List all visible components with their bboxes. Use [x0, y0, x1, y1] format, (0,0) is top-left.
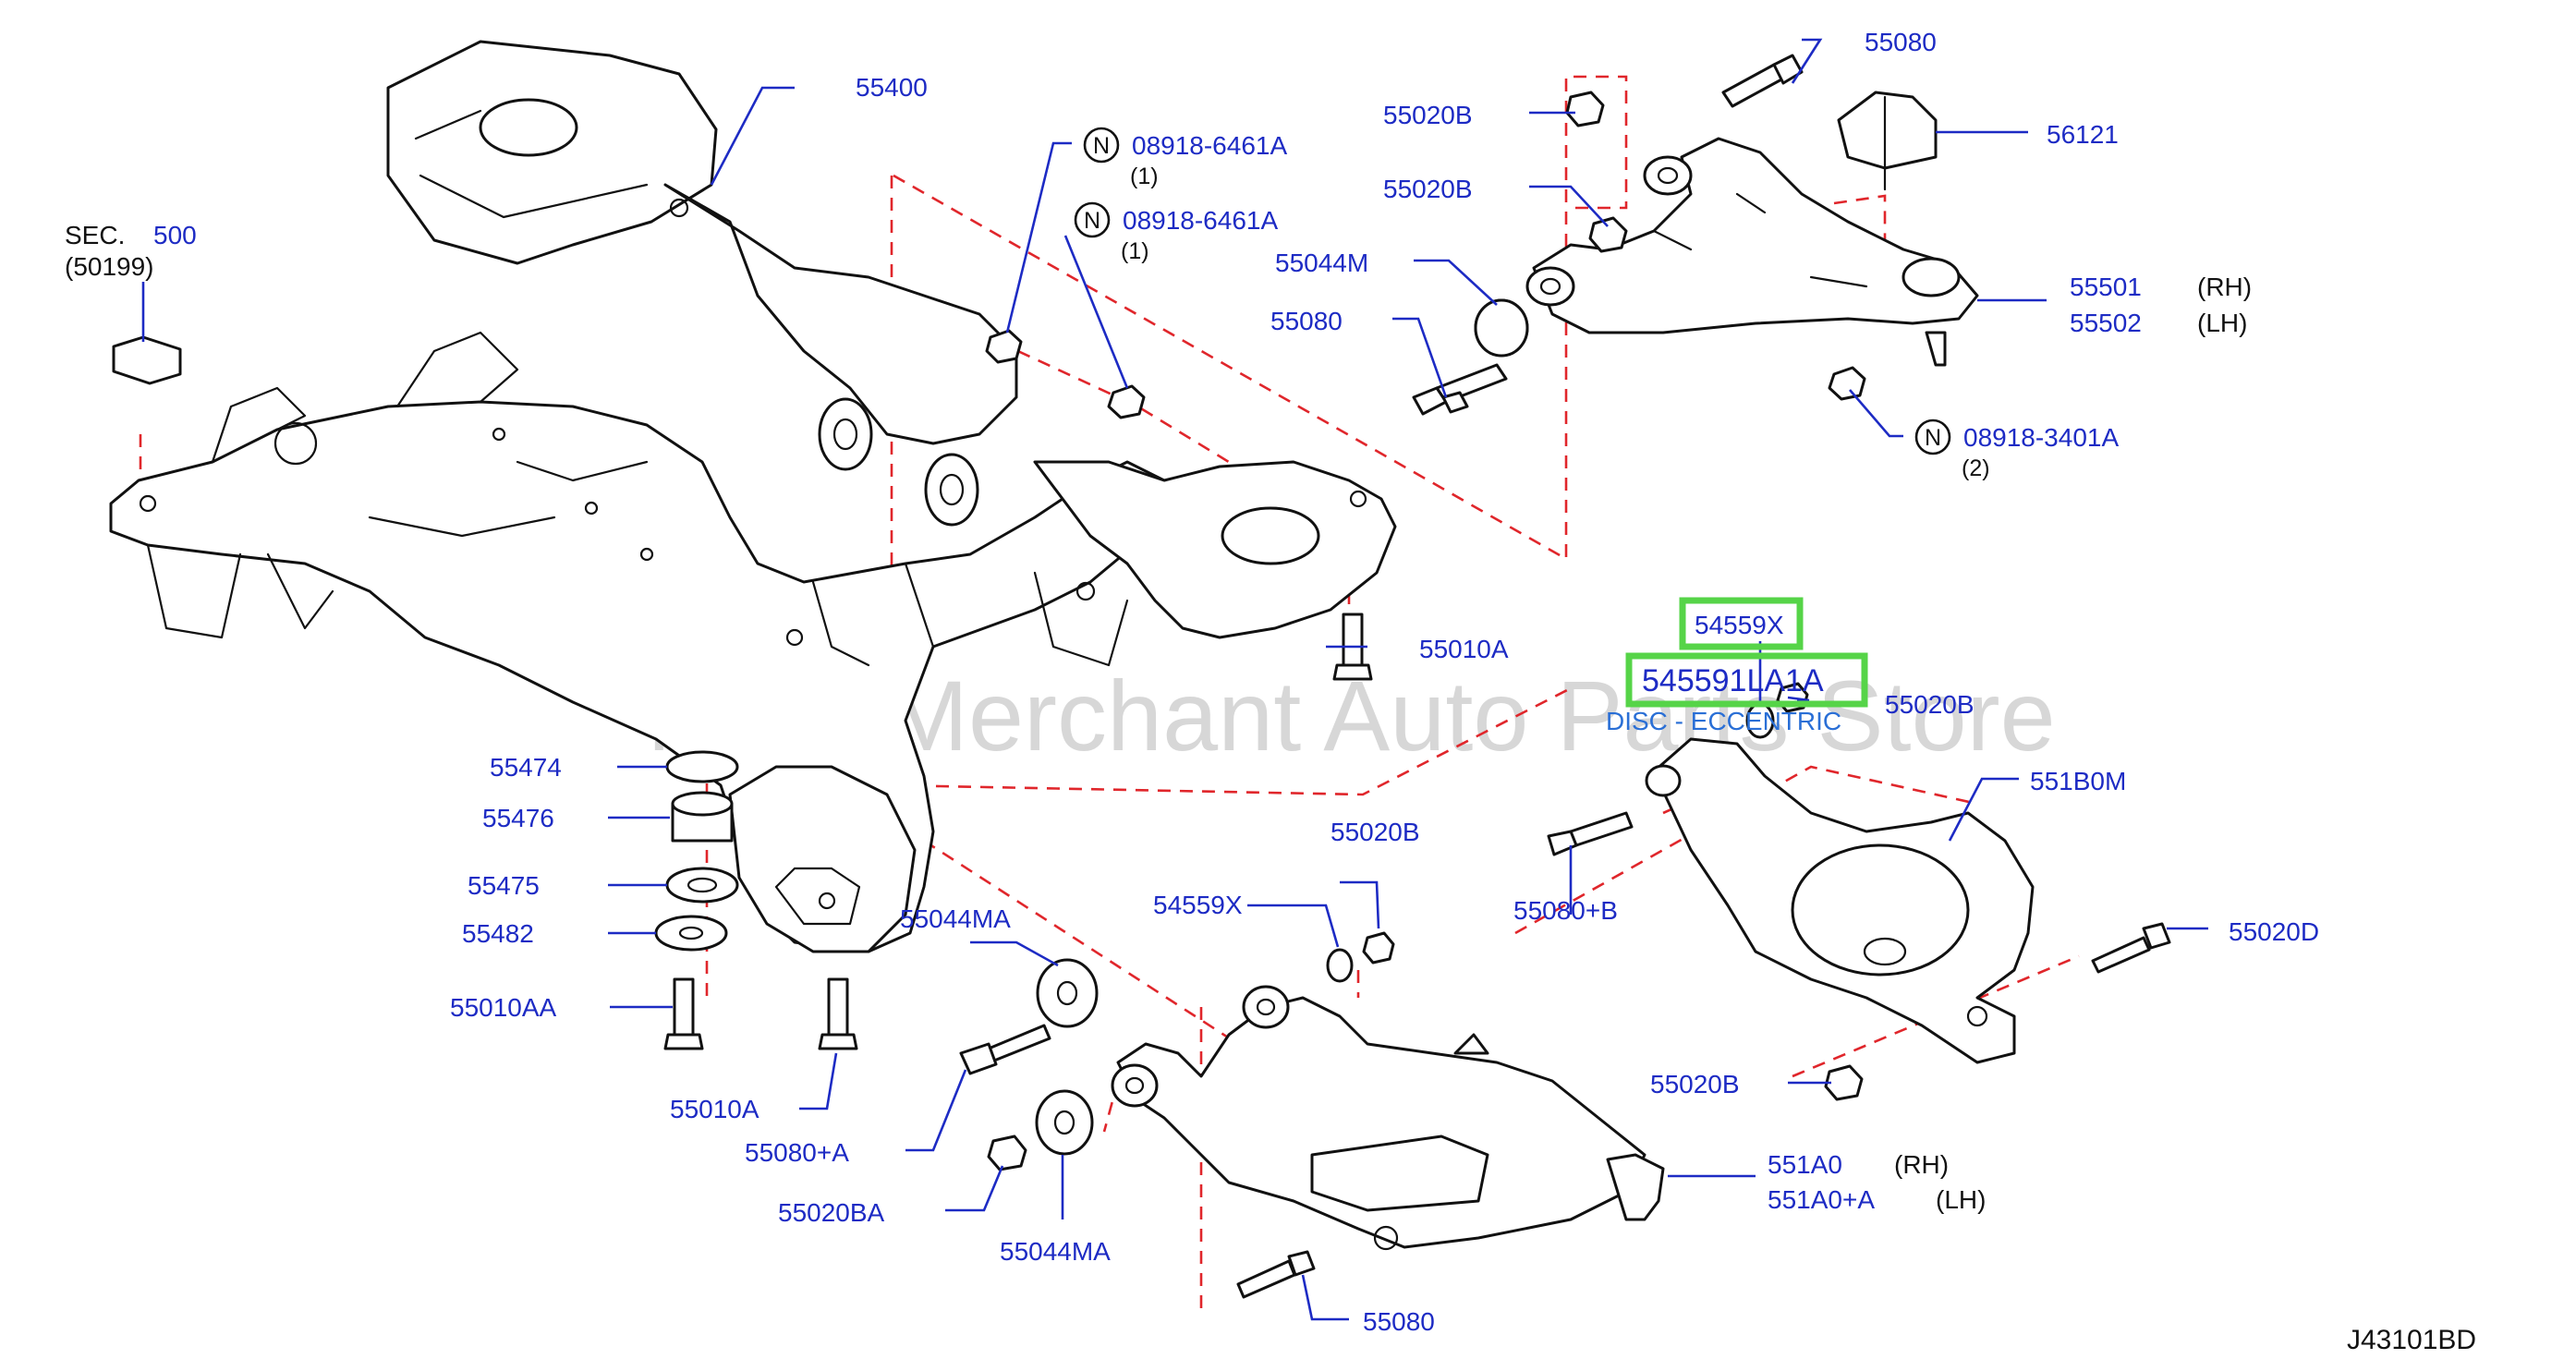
- label-55502: 55502: [2070, 309, 2142, 337]
- label-lh-1: (LH): [2197, 309, 2247, 337]
- svg-text:N: N: [1084, 208, 1100, 234]
- label-55020B-e: 55020B: [1650, 1070, 1740, 1098]
- label-55080A: 55080+A: [745, 1138, 849, 1167]
- label-55474: 55474: [490, 753, 562, 782]
- label-55044M: 55044M: [1275, 249, 1368, 277]
- label-551A0: 551A0: [1768, 1150, 1842, 1179]
- label-545591LA1A: 545591LA1A: [1642, 663, 1824, 698]
- label-55020B-b: 55020B: [1383, 175, 1473, 203]
- label-55020B-d: 55020B: [1331, 818, 1420, 846]
- svg-text:N: N: [1093, 133, 1110, 159]
- label-55020B-a: 55020B: [1383, 101, 1473, 129]
- label-54559X-highlight: 54559X: [1695, 611, 1784, 639]
- label-55501: 55501: [2070, 273, 2142, 301]
- part-labels: 55400 SEC. 500 (50199) N 08918-6461A (1)…: [65, 28, 2476, 1355]
- label-qty-2: (2): [1962, 455, 1990, 481]
- label-55020BA: 55020BA: [778, 1198, 885, 1227]
- label-55080-top: 55080: [1865, 28, 1937, 56]
- label-55020B-c: 55020B: [1885, 690, 1975, 719]
- label-55400: 55400: [856, 73, 928, 102]
- label-rh-2: (RH): [1894, 1150, 1949, 1179]
- label-08918-3401A: 08918-3401A: [1963, 423, 2119, 452]
- upper-arm-55501: [1525, 137, 1979, 367]
- label-qty-1a: (1): [1130, 164, 1159, 189]
- bump-stop-56121: [1837, 91, 1938, 170]
- diagram-code: J43101BD: [2347, 1325, 2476, 1355]
- svg-text:N: N: [1925, 425, 1941, 451]
- subframe-55400: [109, 40, 1397, 953]
- n-badge-3: N: [1914, 419, 1951, 455]
- label-55010A-left: 55010A: [670, 1095, 759, 1123]
- label-55476: 55476: [482, 804, 554, 832]
- label-551B0M: 551B0M: [2030, 767, 2126, 795]
- label-55080-bottom: 55080: [1363, 1307, 1435, 1336]
- label-55080B: 55080+B: [1513, 896, 1618, 925]
- label-08918-6461A-1: 08918-6461A: [1132, 131, 1287, 160]
- label-sec-sub: (50199): [65, 252, 154, 281]
- highlight-box-54559X: [1679, 597, 1804, 650]
- label-55475: 55475: [468, 871, 540, 900]
- label-55482: 55482: [462, 919, 534, 948]
- label-55010A-right: 55010A: [1419, 635, 1509, 663]
- label-55044MA-a: 55044MA: [900, 904, 1011, 933]
- label-sec-num: 500: [153, 221, 197, 249]
- label-551A0A: 551A0+A: [1768, 1185, 1875, 1214]
- label-08918-6461A-2: 08918-6461A: [1123, 206, 1278, 235]
- label-56121: 56121: [2047, 120, 2119, 149]
- label-qty-1b: (1): [1121, 238, 1149, 264]
- label-54559X: 54559X: [1153, 891, 1243, 919]
- n-badge-1: N: [1083, 127, 1120, 164]
- label-sec: SEC.: [65, 221, 125, 249]
- label-55080-mid: 55080: [1270, 307, 1343, 335]
- lower-arm-551B0M: [1645, 737, 2035, 1064]
- leader-lines: [141, 38, 2208, 1321]
- label-55044MA-b: 55044MA: [1000, 1237, 1111, 1266]
- label-disc-eccentric: DISC - ECCENTRIC: [1606, 707, 1841, 735]
- highlight-box-545591LA1A: [1625, 652, 1868, 708]
- bracket-50199: [112, 335, 182, 385]
- label-55020D: 55020D: [2229, 917, 2319, 946]
- lower-arm-551A0: [1111, 985, 1665, 1251]
- n-badge-2: N: [1074, 201, 1111, 238]
- label-lh-2: (LH): [1936, 1185, 1986, 1214]
- label-55010AA: 55010AA: [450, 993, 557, 1022]
- label-rh-1: (RH): [2197, 273, 2252, 301]
